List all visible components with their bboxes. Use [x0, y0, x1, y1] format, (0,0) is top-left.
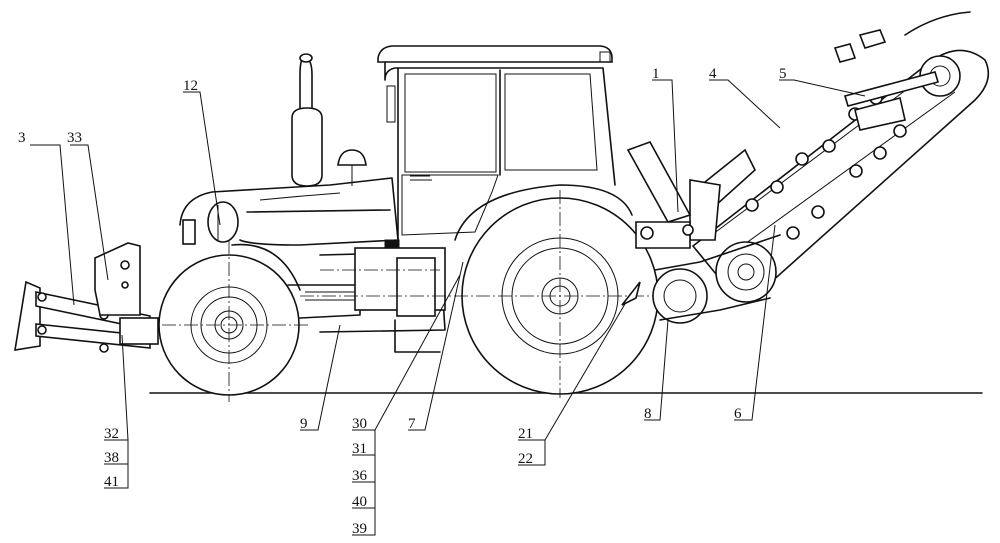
label-36: 36 [352, 468, 368, 484]
cab [377, 45, 616, 241]
label-22: 22 [518, 451, 533, 467]
leader-lines [30, 79, 866, 536]
front-fender [231, 243, 301, 291]
chassis [149, 239, 446, 353]
part-labels: 1 3 4 5 6 7 8 9 12 21 22 30 31 32 33 36 … [18, 66, 787, 537]
label-5: 5 [779, 66, 787, 82]
label-38: 38 [104, 450, 119, 466]
hood [179, 53, 399, 246]
label-39: 39 [352, 521, 367, 537]
label-9: 9 [300, 416, 308, 432]
label-7: 7 [408, 416, 416, 432]
label-4: 4 [709, 66, 717, 82]
label-40: 40 [352, 494, 367, 510]
label-33: 33 [67, 130, 82, 146]
label-1: 1 [652, 66, 660, 82]
label-31: 31 [352, 441, 367, 457]
label-6: 6 [734, 406, 742, 422]
label-8: 8 [644, 406, 652, 422]
dozer-blade [14, 242, 159, 353]
label-12: 12 [183, 78, 198, 94]
rear-fender [454, 184, 633, 241]
trencher [626, 11, 990, 324]
label-41: 41 [104, 474, 119, 490]
label-30: 30 [352, 416, 367, 432]
label-3: 3 [18, 130, 26, 146]
label-21: 21 [518, 426, 533, 442]
label-32: 32 [104, 426, 119, 442]
